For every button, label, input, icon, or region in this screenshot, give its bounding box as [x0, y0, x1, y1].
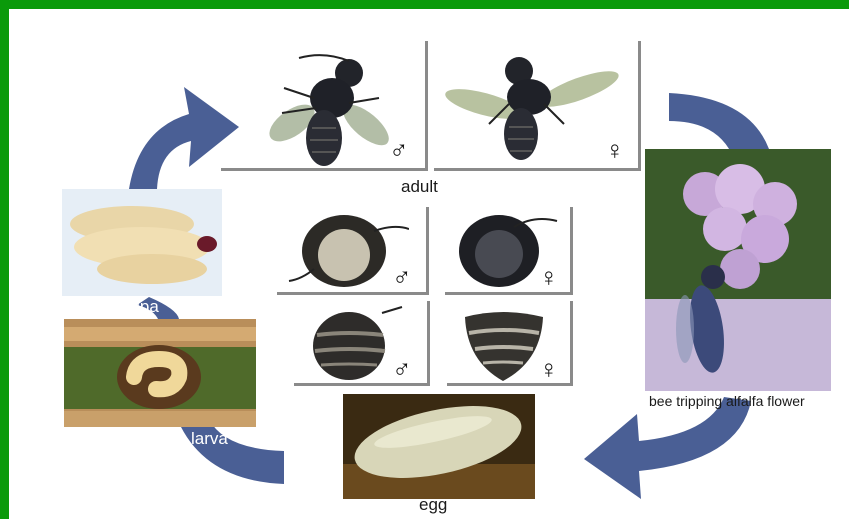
lifecycle-diagram: ♂ ♀ adult ♂ ♀ ♂ [9, 9, 849, 519]
label-larva: larva [191, 429, 228, 449]
arrow-flower-to-egg [584, 397, 751, 499]
male-face-photo [284, 209, 409, 291]
egg-photo [343, 394, 535, 499]
label-adult: adult [401, 177, 438, 197]
male-abdomen-photo [297, 301, 407, 383]
larva-photo [64, 319, 256, 427]
adult-female-bee-photo [439, 49, 629, 169]
male-symbol: ♂ [389, 137, 409, 163]
bee-on-flower-photo [645, 149, 831, 391]
label-pupa: pupa [121, 297, 159, 317]
male-symbol: ♂ [392, 356, 412, 382]
pupa-photo [62, 189, 222, 296]
male-symbol: ♂ [392, 264, 412, 290]
female-symbol: ♀ [605, 137, 625, 163]
female-symbol: ♀ [539, 264, 559, 290]
adult-male-bee-photo [254, 43, 404, 168]
female-symbol: ♀ [539, 356, 559, 382]
label-egg: egg [419, 495, 447, 515]
label-bee-tripping-alfalfa-flower: bee tripping alfalfa flower [649, 393, 805, 409]
